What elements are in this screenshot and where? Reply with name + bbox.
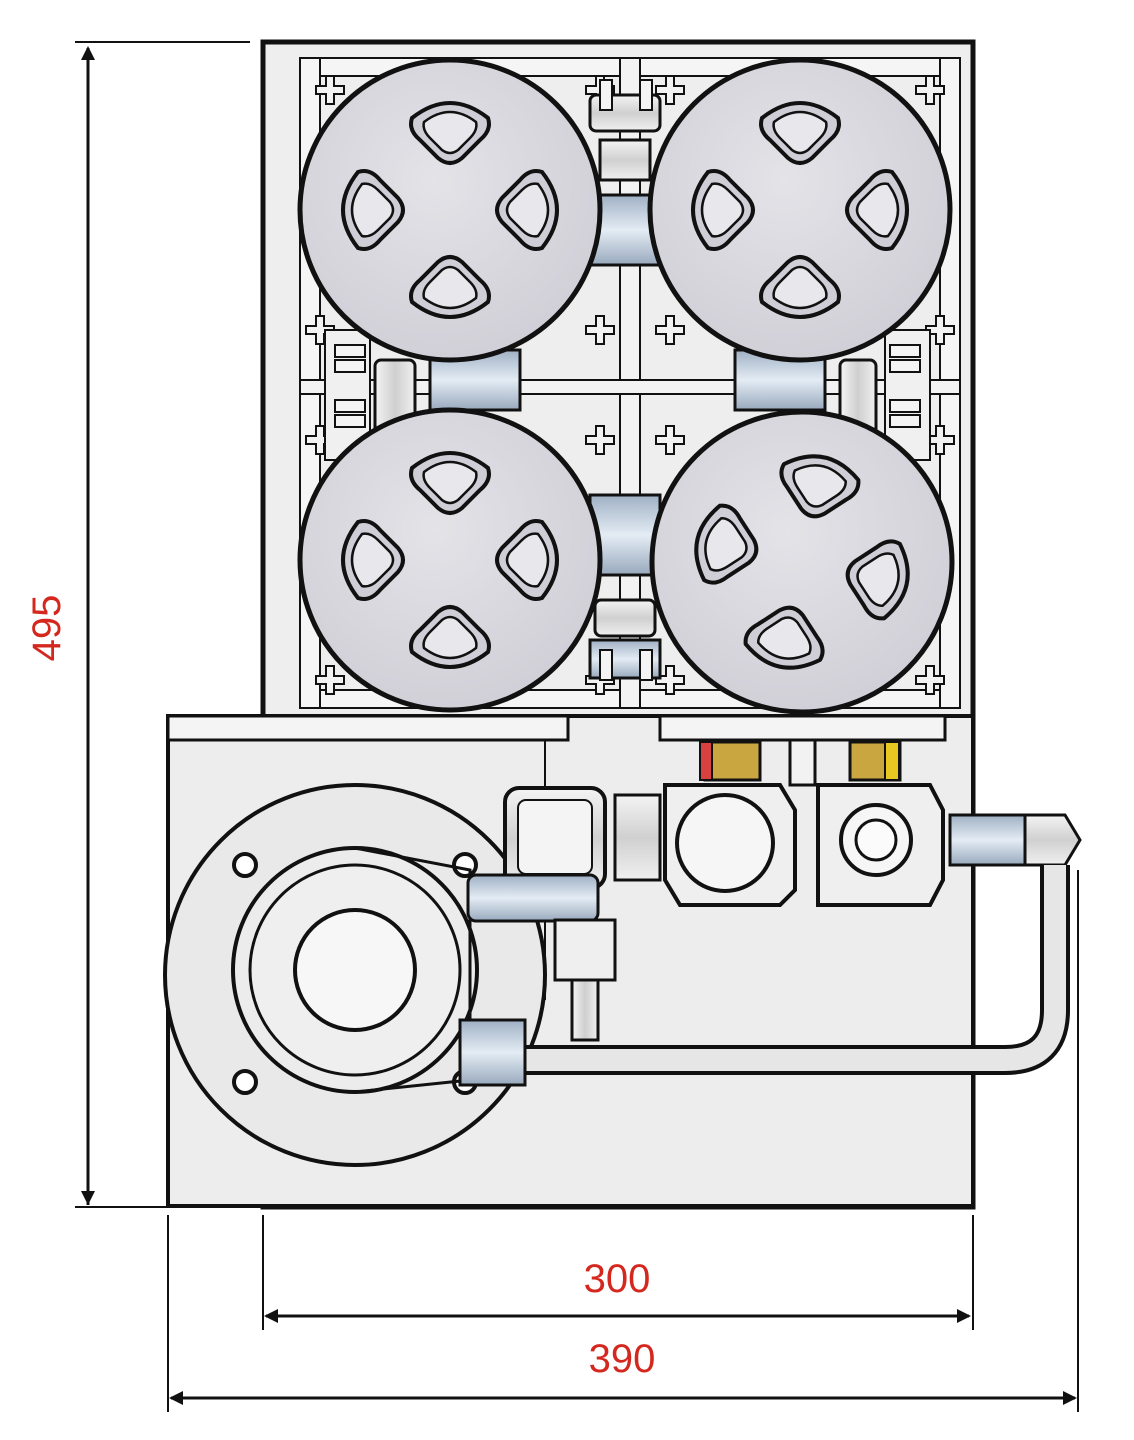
dimension-height-label: 495	[25, 595, 69, 662]
dimension-height	[75, 41, 250, 1208]
dimension-outer-width-label: 390	[589, 1337, 656, 1381]
valve-assembly	[458, 738, 1082, 1087]
filter-housing-top-right	[647, 57, 953, 363]
dimension-outer-width	[167, 870, 1079, 1412]
filter-housing-bottom-left	[297, 407, 603, 713]
filter-housing-top-left	[297, 57, 603, 363]
pump-flange	[163, 783, 547, 1167]
filter-housing-bottom-right	[649, 409, 955, 715]
dimension-inner-width	[262, 1215, 974, 1330]
dimension-inner-width-label: 300	[584, 1257, 651, 1301]
